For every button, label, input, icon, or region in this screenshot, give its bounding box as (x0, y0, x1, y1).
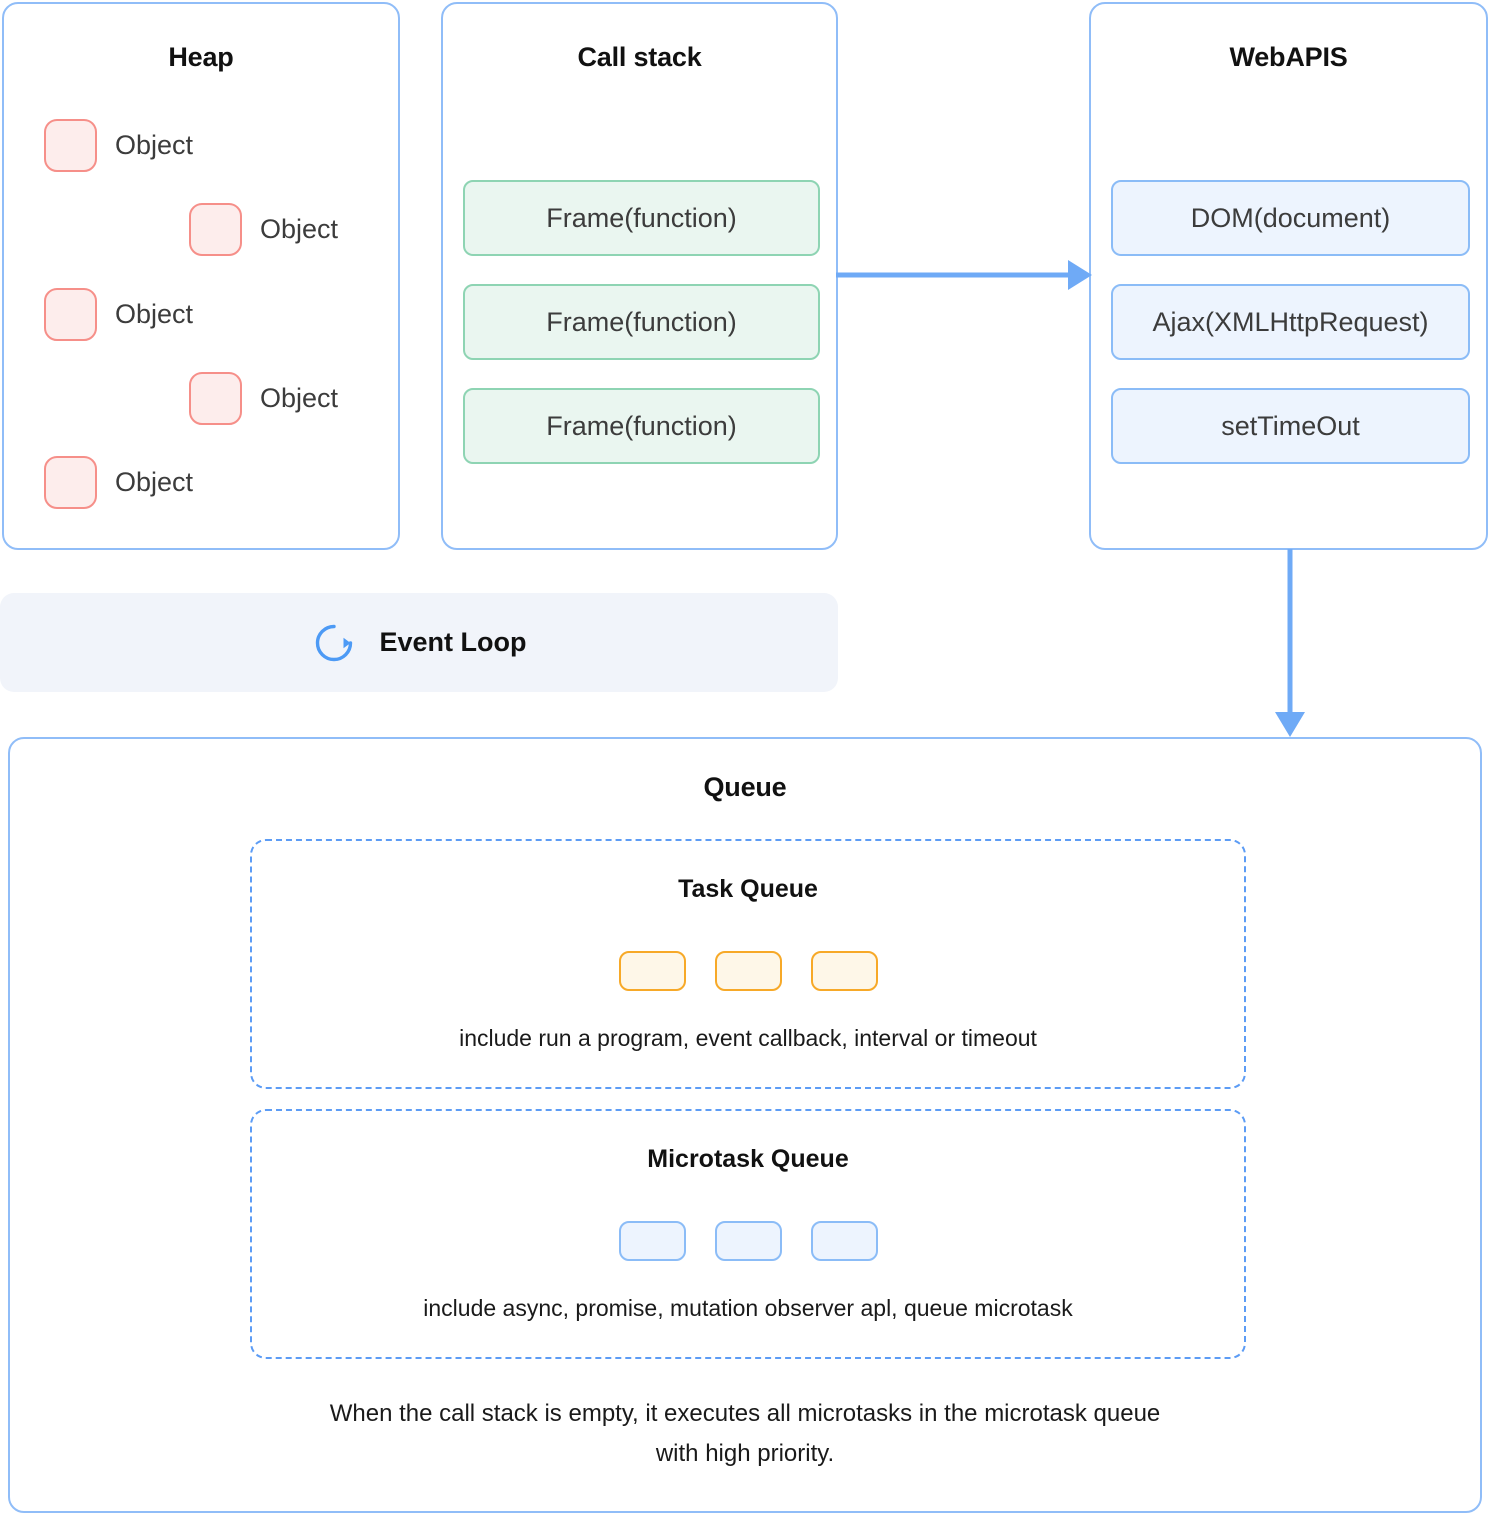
heap-title: Heap (168, 42, 234, 72)
task-chip (618, 951, 686, 991)
call-stack-title: Call stack (577, 42, 702, 72)
microtask-chip (810, 1221, 878, 1261)
queue-footnote-line1: When the call stack is empty, it execute… (329, 1400, 1161, 1427)
heap-object-row: Object (44, 119, 193, 172)
event-loop-label: Event Loop (379, 627, 527, 657)
event-loop-banner: Event Loop (0, 593, 838, 692)
microtask-chip (618, 1221, 686, 1261)
heap-object-label: Object (115, 467, 194, 497)
heap-object-swatch (189, 203, 242, 256)
heap-object-label: Object (115, 299, 194, 329)
call-stack-frame: Frame(function) (463, 388, 820, 464)
microtask-chip (714, 1221, 782, 1261)
call-stack-frame: Frame(function) (463, 284, 820, 360)
heap-object-label: Object (260, 214, 339, 244)
heap-object-swatch (44, 456, 97, 509)
call-stack-frame: Frame(function) (463, 180, 820, 256)
task-queue-box: Task Queue include run a program, event … (250, 839, 1246, 1089)
heap-object-row: Object (189, 203, 338, 256)
heap-object-row: Object (189, 372, 338, 425)
webapi-item-settimeout: setTimeOut (1111, 388, 1470, 464)
heap-object-swatch (44, 288, 97, 341)
task-chip (810, 951, 878, 991)
arrow-webapis-to-queue (1275, 549, 1305, 737)
microtask-queue-note: include async, promise, mutation observe… (423, 1295, 1073, 1321)
microtask-queue-chip-row (252, 1221, 1244, 1261)
heap-object-label: Object (115, 130, 194, 160)
webapi-item-ajax: Ajax(XMLHttpRequest) (1111, 284, 1470, 360)
queue-footnote-line2: with high priority. (655, 1440, 835, 1467)
task-chip (714, 951, 782, 991)
queue-panel: Queue Task Queue include run a program, … (8, 737, 1482, 1513)
webapi-item-dom: DOM(document) (1111, 180, 1470, 256)
task-queue-note: include run a program, event callback, i… (459, 1025, 1037, 1051)
task-queue-title: Task Queue (678, 875, 818, 903)
heap-object-swatch (44, 119, 97, 172)
heap-object-row: Object (44, 456, 193, 509)
heap-object-row: Object (44, 288, 193, 341)
heap-object-label: Object (260, 383, 339, 413)
webapis-title: WebAPIS (1229, 42, 1348, 72)
heap-panel: Heap Object Object Object Object Object (2, 2, 400, 550)
microtask-queue-title: Microtask Queue (647, 1145, 849, 1173)
queue-title: Queue (703, 772, 787, 802)
microtask-queue-box: Microtask Queue include async, promise, … (250, 1109, 1246, 1359)
webapis-panel: WebAPIS DOM(document) Ajax(XMLHttpReques… (1089, 2, 1488, 550)
refresh-loop-icon (315, 624, 352, 661)
arrow-callstack-to-webapis (836, 260, 1092, 290)
call-stack-panel: Call stack Frame(function) Frame(functio… (441, 2, 838, 550)
task-queue-chip-row (252, 951, 1244, 991)
heap-object-swatch (189, 372, 242, 425)
queue-footnote: When the call stack is empty, it execute… (10, 1394, 1480, 1474)
